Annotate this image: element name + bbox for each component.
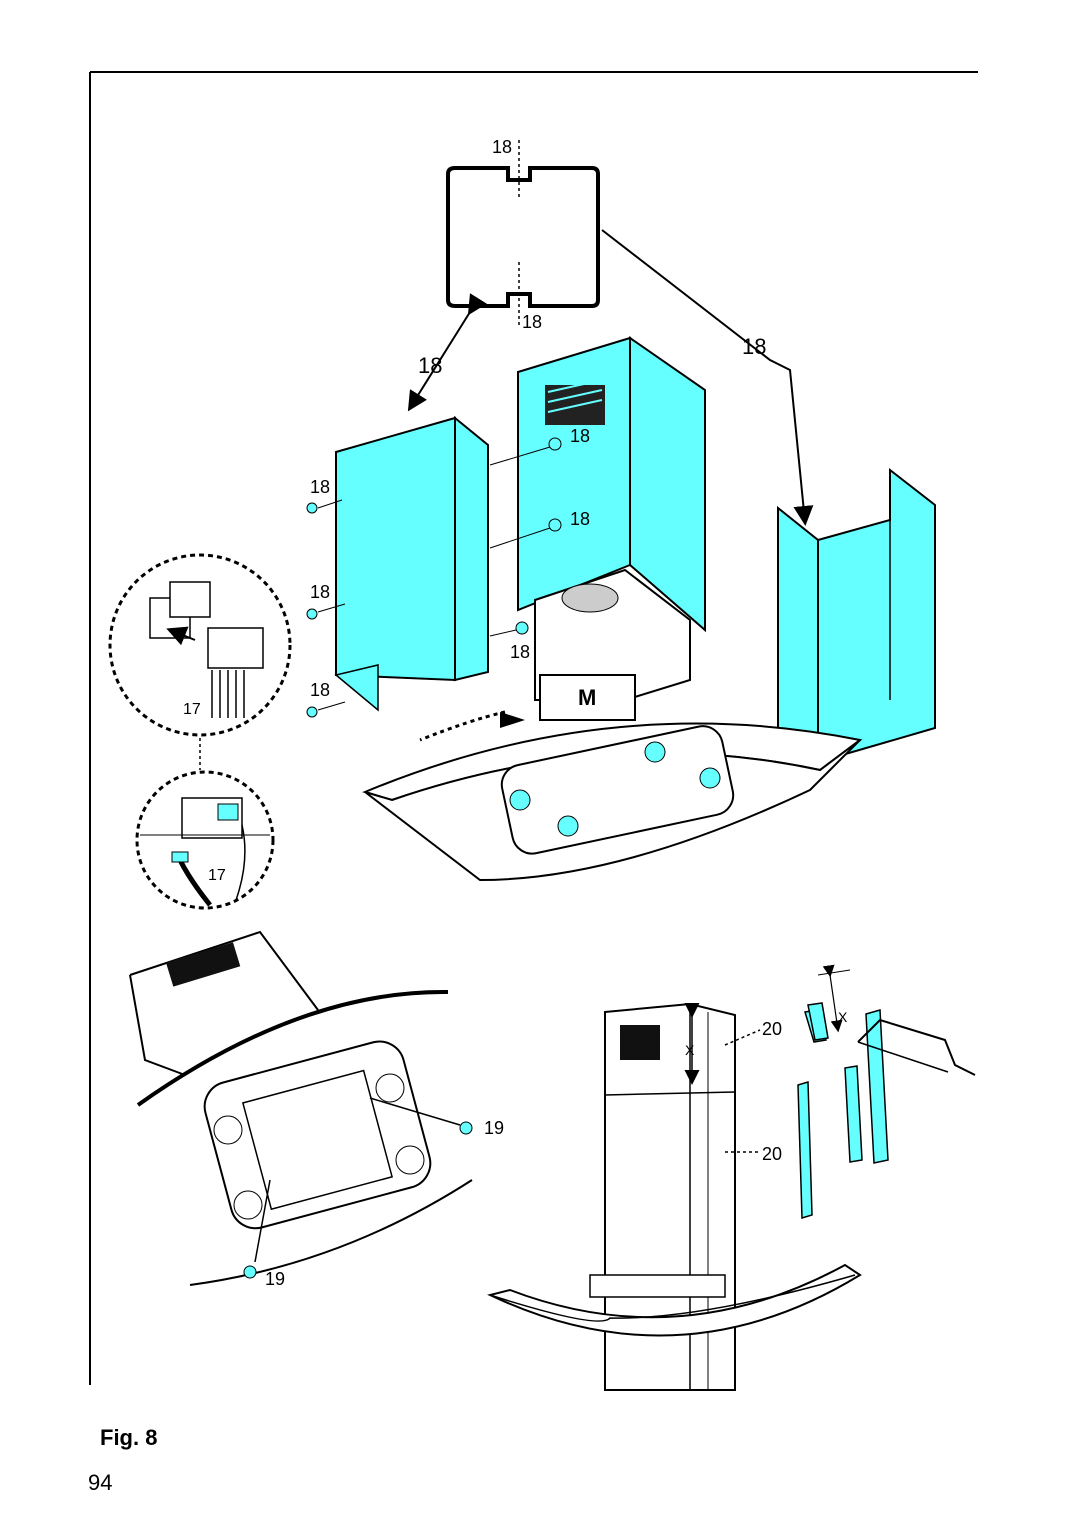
- callout-trim-lower: 20: [762, 1144, 782, 1164]
- screw-left-1: [306, 499, 343, 514]
- callout-screw-left-1: 18: [310, 477, 330, 497]
- callout-filter-screw-1: 19: [484, 1118, 504, 1138]
- callout-arrow-left: 18: [418, 353, 442, 378]
- callout-screw-left-3: 18: [310, 680, 330, 700]
- assembled-hood-view: [487, 1002, 862, 1391]
- callout-dim-x-hood: X: [685, 1042, 695, 1058]
- callout-screw-inner-3: 18: [510, 642, 530, 662]
- callout-filter-screw-2: 19: [265, 1269, 285, 1289]
- callout-dim-x-cut: X: [838, 1009, 848, 1025]
- chimney-inner: [517, 336, 706, 721]
- filter-underside-view: [129, 930, 473, 1286]
- duct-cross-section: [446, 140, 600, 325]
- callout-trim-upper: 20: [762, 1019, 782, 1039]
- right-cover-panel: [777, 467, 936, 764]
- arrow-to-right-panel: [601, 229, 814, 526]
- screw-inner-2: [489, 518, 562, 549]
- screw-inner-3: [489, 621, 529, 637]
- connector-detail-lower: [135, 770, 275, 910]
- callout-connector-lower: 17: [208, 867, 226, 884]
- hood-canopy: [362, 710, 863, 882]
- callout-screw-inner-1: 18: [570, 426, 590, 446]
- figure-caption: Fig. 8: [100, 1425, 158, 1450]
- motor-label: M: [578, 685, 596, 710]
- page-number: 94: [88, 1470, 113, 1495]
- callout-duct-bottom: 18: [522, 312, 542, 332]
- arrow-to-left-panel: [407, 293, 487, 412]
- callout-screw-left-2: 18: [310, 582, 330, 602]
- screw-left-3: [306, 701, 346, 718]
- callout-connector-upper: 17: [183, 701, 201, 718]
- left-cover-panel: [334, 415, 489, 712]
- connector-detail-upper: [108, 553, 292, 737]
- trim-strips-and-saw: [797, 964, 976, 1219]
- callout-duct-top: 18: [492, 137, 512, 157]
- callout-arrow-right: 18: [742, 334, 766, 359]
- callout-screw-inner-2: 18: [570, 509, 590, 529]
- screw-inner-1: [489, 437, 562, 466]
- screw-left-2: [306, 603, 346, 620]
